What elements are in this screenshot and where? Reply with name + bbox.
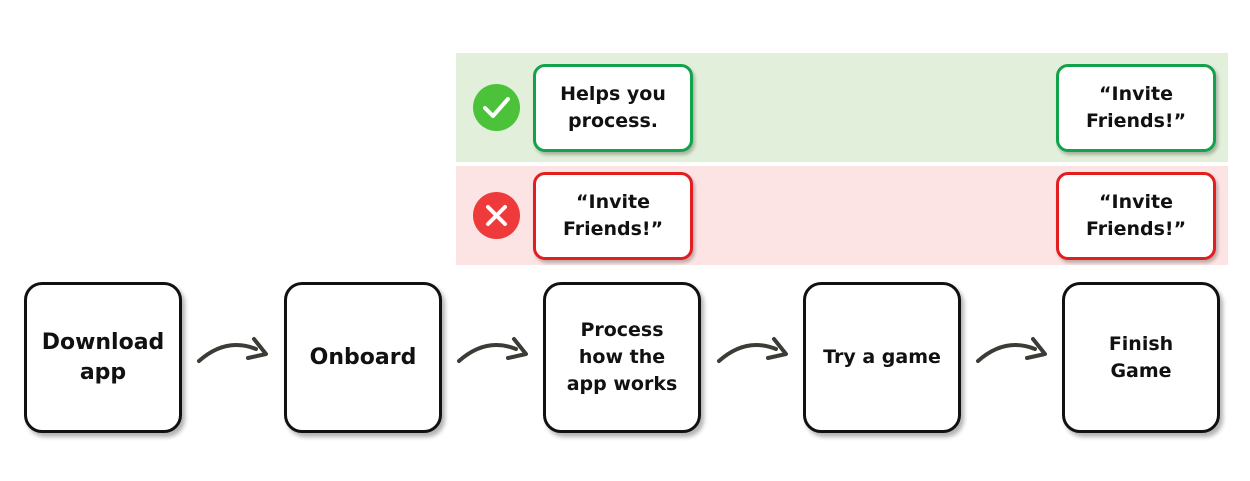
bad-note-process: “Invite Friends!”	[533, 172, 693, 260]
step-label: Onboard	[309, 345, 417, 370]
good-note-process: Helps you process.	[533, 64, 693, 152]
step-label: Finish Game	[1108, 332, 1174, 382]
checkmark-icon	[483, 97, 510, 118]
step-label: Download app	[41, 329, 165, 385]
curved-arrow-icon	[717, 337, 788, 363]
bad-note-finish-text: “Invite Friends!”	[1085, 191, 1187, 240]
good-note-process-text: Helps you process.	[560, 83, 666, 132]
cross-icon	[486, 205, 507, 226]
curved-arrow-icon	[197, 337, 268, 363]
step-download-app: Download app	[24, 282, 182, 433]
step-label: Process how the app works	[566, 319, 678, 395]
bad-note-process-text: “Invite Friends!”	[562, 191, 664, 240]
good-note-finish-text: “Invite Friends!”	[1085, 83, 1187, 132]
step-onboard: Onboard	[284, 282, 442, 433]
step-label: Try a game	[823, 346, 941, 368]
good-note-finish: “Invite Friends!”	[1056, 64, 1216, 152]
step-finish-game: Finish Game	[1062, 282, 1220, 433]
curved-arrow-icon	[976, 337, 1047, 363]
step-process-app: Process how the app works	[543, 282, 701, 433]
bad-badge	[473, 192, 520, 239]
good-badge	[473, 84, 520, 131]
curved-arrow-icon	[457, 337, 528, 363]
step-try-game: Try a game	[803, 282, 961, 433]
bad-note-finish: “Invite Friends!”	[1056, 172, 1216, 260]
